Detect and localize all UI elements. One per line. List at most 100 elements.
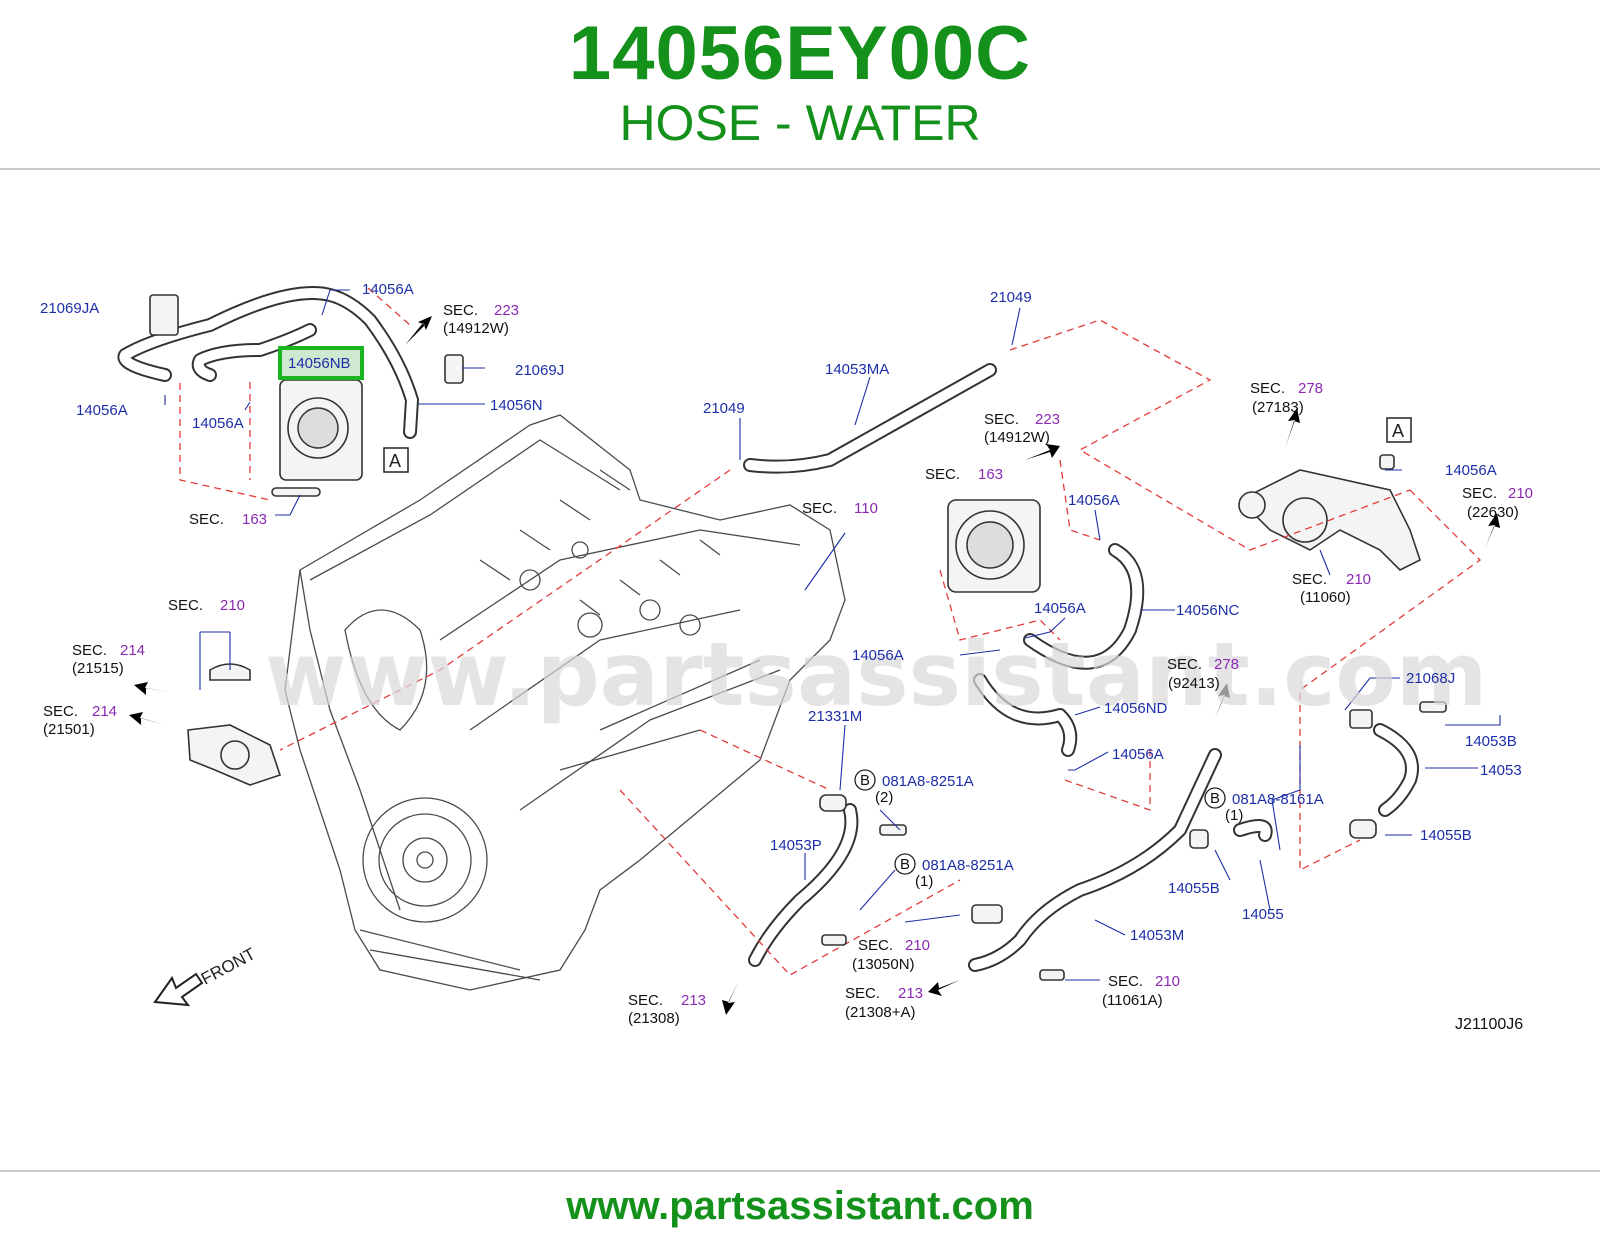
- sec-210-a[interactable]: SEC. 210 (22630): [1462, 485, 1533, 521]
- sec-number: 278: [1214, 656, 1239, 673]
- sec-label: SEC.: [1108, 973, 1143, 990]
- ref-box-a-1: A: [383, 447, 409, 473]
- callout-14056A-3[interactable]: 14056A: [192, 415, 244, 432]
- sec-278-a[interactable]: SEC. 278 (27183): [1250, 380, 1323, 416]
- callout-21069JA[interactable]: 21069JA: [40, 300, 99, 317]
- callout-21068J[interactable]: 21068J: [1406, 670, 1455, 687]
- sec-label: SEC.: [43, 703, 78, 720]
- sec-ref: (14912W): [984, 429, 1050, 446]
- callout-14056ND[interactable]: 14056ND: [1104, 700, 1168, 717]
- sec-label: SEC.: [858, 937, 893, 954]
- part-number-title: 14056EY00C: [568, 11, 1032, 96]
- callout-14053MA[interactable]: 14053MA: [825, 361, 889, 378]
- sec-210-b[interactable]: SEC. 210 (11060): [1292, 571, 1371, 606]
- sec-label: SEC.: [925, 466, 960, 483]
- sec-label: SEC.: [1292, 571, 1327, 588]
- callout-21049-1[interactable]: 21049: [990, 289, 1032, 306]
- footer-divider: [0, 1170, 1600, 1172]
- sec-210-d[interactable]: SEC. 210 (13050N): [852, 937, 930, 973]
- leader-lines: [164, 289, 1501, 981]
- watermark: www.partsassistant.com: [265, 623, 1488, 726]
- sec-number: 210: [1346, 571, 1371, 588]
- callout-14056A-8[interactable]: 14056A: [1445, 462, 1497, 479]
- callout-14056A-2[interactable]: 14056A: [76, 402, 128, 419]
- sec-label: SEC.: [189, 511, 224, 528]
- sec-label: SEC.: [1167, 656, 1202, 673]
- sec-223-b[interactable]: SEC. 223 (14912W): [984, 411, 1060, 446]
- sec-163-b[interactable]: SEC. 163: [925, 466, 1003, 483]
- callout-14055B-2[interactable]: 14055B: [1168, 880, 1220, 897]
- parts-diagram: FRONT A A 14056NB www.partsassistant.com…: [0, 170, 1600, 1170]
- sec-number: 210: [220, 597, 245, 614]
- callout-081A8-8251A-1-qty: (2): [875, 789, 893, 806]
- sec-ref: (92413): [1168, 675, 1220, 692]
- sec-number: 163: [978, 466, 1003, 483]
- sec-ref: (14912W): [443, 320, 509, 337]
- sec-label: SEC.: [845, 985, 880, 1002]
- throttle-body-left: [271, 379, 363, 497]
- sec-ref: (21308+A): [845, 1004, 915, 1021]
- sec-label: SEC.: [628, 992, 663, 1009]
- sec-213-a[interactable]: SEC. 213 (21308): [628, 992, 706, 1027]
- sec-214-a[interactable]: SEC. 214 (21515): [72, 642, 145, 677]
- sec-number: 214: [120, 642, 145, 659]
- sec-number: 210: [905, 937, 930, 954]
- fasteners: [149, 294, 1447, 981]
- front-label: FRONT: [198, 944, 259, 988]
- callout-14056A-4[interactable]: 14056A: [1068, 492, 1120, 509]
- callout-21049-2[interactable]: 21049: [703, 400, 745, 417]
- sec-210-e[interactable]: SEC. 210 (11061A): [1102, 973, 1180, 1009]
- bolt-callout-2: B 081A8-8251A (1): [894, 853, 1014, 890]
- sec-number: 210: [1508, 485, 1533, 502]
- callout-14056A-6[interactable]: 14056A: [852, 647, 904, 664]
- sec-label: SEC.: [72, 642, 107, 659]
- sec-ref: (21501): [43, 721, 95, 738]
- bolt-callout-2-letter: B: [900, 856, 910, 873]
- callout-14056A-5[interactable]: 14056A: [1034, 600, 1086, 617]
- callout-14053B[interactable]: 14053B: [1465, 733, 1517, 750]
- sec-number: 110: [854, 500, 878, 517]
- callout-14056NC[interactable]: 14056NC: [1176, 602, 1240, 619]
- callout-081A8-8251A-2-qty: (1): [915, 873, 933, 890]
- sec-number: 214: [92, 703, 117, 720]
- callout-14056A-1[interactable]: 14056A: [362, 281, 414, 298]
- drawing-code: J21100J6: [1455, 1016, 1523, 1033]
- sec-223-a[interactable]: SEC. 223 (14912W): [443, 302, 519, 337]
- sec-110[interactable]: SEC. 110: [802, 500, 878, 517]
- sec-210-c[interactable]: SEC. 210: [168, 597, 245, 614]
- engine-block-drawing: [284, 414, 846, 991]
- callout-14053P[interactable]: 14053P: [770, 837, 822, 854]
- sec-number: 213: [898, 985, 923, 1002]
- callout-14055B-1[interactable]: 14055B: [1420, 827, 1472, 844]
- sec-163-a[interactable]: SEC. 163: [189, 511, 267, 528]
- footer-website-link[interactable]: www.partsassistant.com: [566, 1184, 1034, 1228]
- callout-14056NB[interactable]: 14056NB: [288, 355, 351, 372]
- callout-081A8-8251A-2[interactable]: 081A8-8251A: [922, 857, 1014, 874]
- callout-081A8-8251A-1[interactable]: 081A8-8251A: [882, 773, 974, 790]
- callout-14056N[interactable]: 14056N: [490, 397, 543, 414]
- sec-number: 163: [242, 511, 267, 528]
- callout-081A8-8161A[interactable]: 081A8-8161A: [1232, 791, 1324, 808]
- ref-box-a-1-text: A: [389, 451, 401, 471]
- sec-label: SEC.: [1462, 485, 1497, 502]
- sec-label: SEC.: [984, 411, 1019, 428]
- highlighted-part-box: [278, 346, 364, 380]
- sec-ref: (22630): [1467, 504, 1519, 521]
- throttle-body-right: [947, 499, 1041, 593]
- sec-ref: (27183): [1252, 399, 1304, 416]
- callout-14053[interactable]: 14053: [1480, 762, 1522, 779]
- sec-278-b[interactable]: SEC. 278 (92413): [1167, 656, 1239, 692]
- callout-14056A-7[interactable]: 14056A: [1112, 746, 1164, 763]
- sec-213-b[interactable]: SEC. 213 (21308+A): [845, 985, 923, 1021]
- callout-14053M[interactable]: 14053M: [1130, 927, 1184, 944]
- sec-label: SEC.: [802, 500, 837, 517]
- header: 14056EY00C HOSE - WATER: [0, 0, 1600, 168]
- sec-214-b[interactable]: SEC. 214 (21501): [43, 703, 117, 738]
- callout-21331M[interactable]: 21331M: [808, 708, 862, 725]
- bolt-callout-1: B 081A8-8251A (2): [854, 769, 974, 806]
- callout-21069J[interactable]: 21069J: [515, 362, 564, 379]
- hoses: [117, 286, 1419, 972]
- callout-14055[interactable]: 14055: [1242, 906, 1284, 923]
- sec-ref: (13050N): [852, 956, 915, 973]
- header-divider: [0, 168, 1600, 170]
